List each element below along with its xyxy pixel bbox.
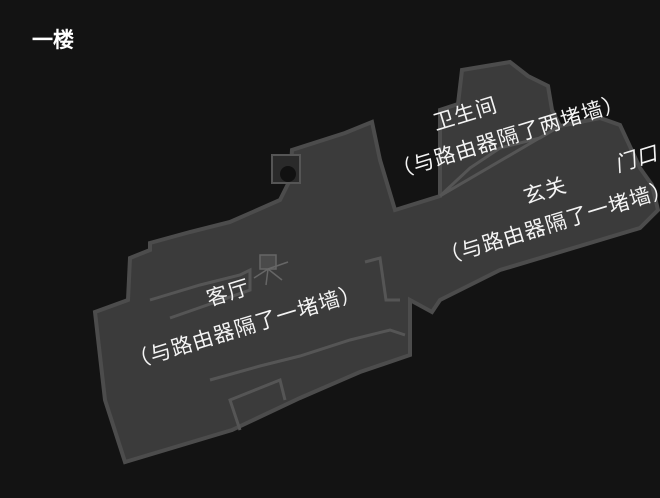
interior-wall (209, 328, 406, 382)
floor-label: 一楼 (32, 28, 74, 52)
router-icon (253, 254, 289, 286)
bathroom-wall (438, 124, 561, 198)
interior-wall (364, 256, 400, 302)
interior-wall (149, 267, 252, 320)
floor-area (92, 59, 660, 465)
stair-hole (280, 166, 296, 182)
interior-wall (228, 377, 287, 431)
